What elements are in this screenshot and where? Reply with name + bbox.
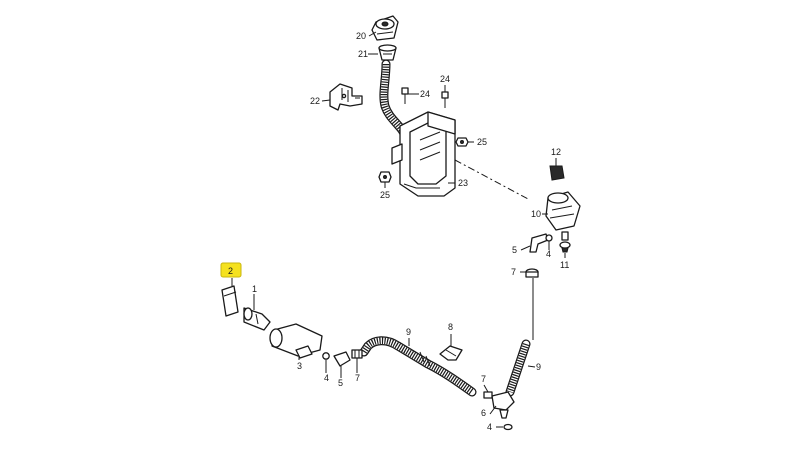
callout-4a[interactable]: 4: [546, 249, 551, 259]
callout-5a[interactable]: 5: [512, 245, 517, 255]
filler-cap[interactable]: [371, 15, 399, 41]
callout-labels: 20 21 22 24 24 25 23 25 12 10 5 4 7 11 2…: [228, 31, 569, 432]
callout-22[interactable]: 22: [310, 96, 320, 106]
grommet[interactable]: [559, 241, 571, 253]
callout-7b[interactable]: 7: [355, 373, 360, 383]
elbow-connector-upper[interactable]: [529, 233, 549, 253]
callout-25b[interactable]: 25: [380, 190, 390, 200]
callout-25a[interactable]: 25: [477, 137, 487, 147]
callout-1[interactable]: 1: [252, 284, 257, 294]
nut-25b[interactable]: [378, 171, 392, 183]
callout-9b[interactable]: 9: [536, 362, 541, 372]
callout-7c[interactable]: 7: [481, 374, 486, 384]
callout-20[interactable]: 20: [356, 31, 366, 41]
callout-24a[interactable]: 24: [420, 89, 430, 99]
bracket[interactable]: [329, 83, 363, 111]
callout-11[interactable]: 11: [560, 260, 569, 270]
leader-lines: [231, 31, 566, 428]
callout-6[interactable]: 6: [481, 408, 486, 418]
highlight-marker: [220, 262, 242, 278]
hose-clip-lower[interactable]: [483, 391, 493, 399]
nozzle-cap[interactable]: [221, 285, 239, 317]
reference-lines: [454, 159, 534, 340]
callout-4b[interactable]: 4: [324, 373, 329, 383]
callout-3[interactable]: 3: [297, 361, 302, 371]
screw-24b[interactable]: [441, 91, 449, 108]
callout-10[interactable]: 10: [531, 209, 541, 219]
callout-5b[interactable]: 5: [338, 378, 343, 388]
o-ring-mid[interactable]: [322, 352, 330, 360]
callout-12[interactable]: 12: [551, 147, 561, 157]
washer-reservoir[interactable]: [391, 111, 456, 197]
callout-24b[interactable]: 24: [440, 74, 450, 84]
callout-2[interactable]: 2: [228, 266, 233, 276]
screw-24a[interactable]: [401, 87, 409, 104]
callout-7a[interactable]: 7: [511, 267, 516, 277]
washer-pump[interactable]: [545, 191, 581, 241]
callout-8[interactable]: 8: [448, 322, 453, 332]
callout-21[interactable]: 21: [358, 49, 368, 59]
hose-clip-mid[interactable]: [351, 349, 363, 359]
elbow-connector-lower[interactable]: [333, 351, 351, 367]
t-connector[interactable]: [491, 391, 515, 419]
hose-holder[interactable]: [439, 345, 463, 361]
nut-25a[interactable]: [455, 137, 469, 147]
washer-cylinder[interactable]: [269, 323, 323, 359]
o-ring-lower[interactable]: [503, 423, 513, 431]
callout-9a[interactable]: 9: [406, 327, 411, 337]
callout-23[interactable]: 23: [458, 178, 468, 188]
o-ring-upper[interactable]: [545, 234, 553, 242]
callout-4c[interactable]: 4: [487, 422, 492, 432]
hose-clip-upper[interactable]: [525, 268, 539, 278]
washer-hose[interactable]: [359, 336, 477, 397]
pump-connector[interactable]: [549, 160, 565, 181]
filler-neck[interactable]: [378, 44, 397, 61]
supply-hose-vertical[interactable]: [505, 278, 534, 397]
washer-nozzle[interactable]: [243, 307, 271, 331]
